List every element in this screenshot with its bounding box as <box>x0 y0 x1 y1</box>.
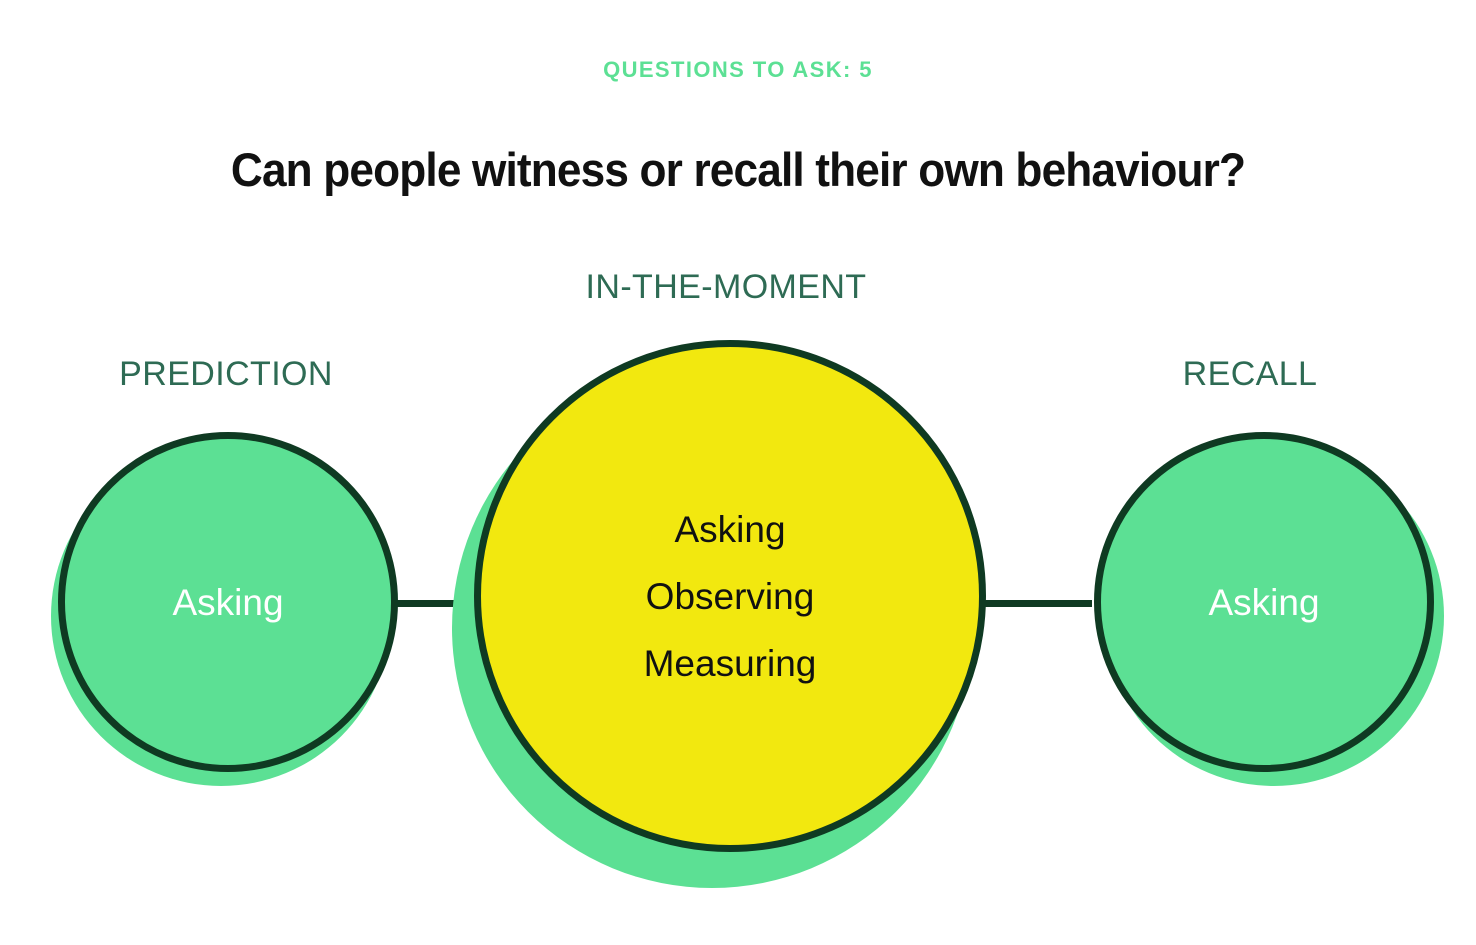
eyebrow-label: QUESTIONS TO ASK: 5 <box>603 57 873 82</box>
node-recall[interactable]: Asking <box>1080 432 1452 792</box>
node-prediction[interactable]: Asking <box>44 432 416 792</box>
node-circle[interactable]: Asking <box>58 432 398 772</box>
group-label-recall: RECALL <box>1182 355 1318 393</box>
method-label: Observing <box>645 575 815 617</box>
page-title: Can people witness or recall their own b… <box>230 143 1246 197</box>
method-label: Asking <box>1208 581 1320 623</box>
group-label-prediction: PREDICTION <box>119 355 333 393</box>
connector-moment-to-recall <box>952 600 1092 607</box>
node-circle[interactable]: Asking Observing Measuring <box>474 340 986 852</box>
node-circle[interactable]: Asking <box>1094 432 1434 772</box>
method-label: Measuring <box>643 642 817 684</box>
method-label: Asking <box>674 508 786 550</box>
method-label: Asking <box>172 581 284 623</box>
group-label-in-the-moment: IN-THE-MOMENT <box>585 268 867 306</box>
node-in-the-moment[interactable]: Asking Observing Measuring <box>452 340 1000 888</box>
connector-prediction-to-moment <box>372 600 512 607</box>
